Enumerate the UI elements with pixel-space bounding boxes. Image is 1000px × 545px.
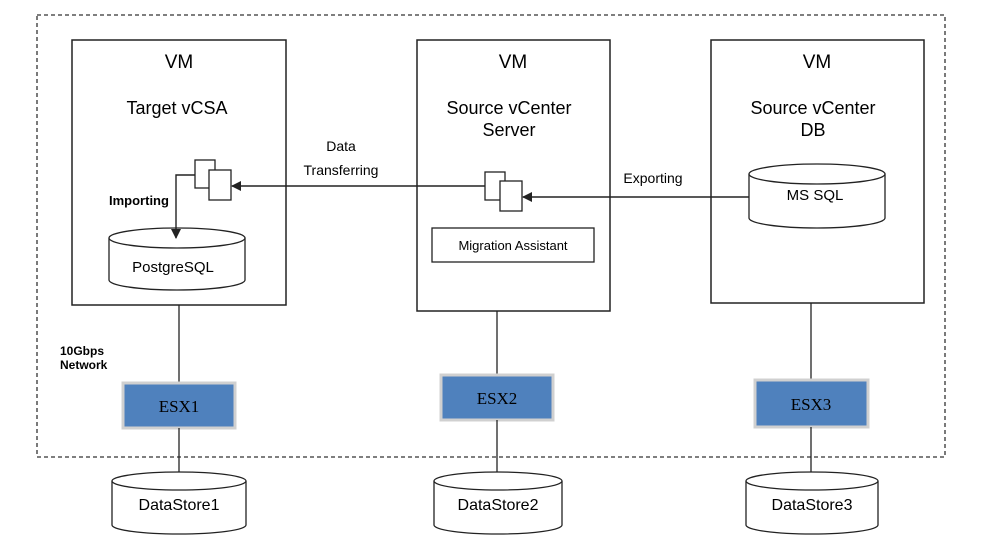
datastore2-label: DataStore2 <box>458 497 539 514</box>
datastore1-label: DataStore1 <box>139 497 220 514</box>
file-stack-icon-target <box>194 159 232 201</box>
vm-box-source-vcenter-server <box>416 39 611 312</box>
esx1-label: ESX1 <box>159 397 200 416</box>
esx3-host <box>753 378 870 429</box>
vm-name-target-vcsa: Target vCSA <box>126 98 227 118</box>
network-label-line2: Network <box>60 358 108 372</box>
datastore3-label: DataStore3 <box>772 497 853 514</box>
postgresql-label: PostgreSQL <box>132 259 214 276</box>
migration-assistant-label: Migration Assistant <box>458 238 567 253</box>
esx1-host <box>121 381 237 430</box>
datastore3-icon <box>745 471 879 535</box>
mssql-database-icon <box>748 163 886 229</box>
network-label-line1: 10Gbps <box>60 344 104 358</box>
file-stack-icon-source <box>484 171 523 212</box>
esx2-host <box>439 373 555 422</box>
datastore1-icon <box>111 471 247 535</box>
importing-arrow <box>171 174 195 239</box>
esx3-label: ESX3 <box>791 395 832 414</box>
network-boundary <box>36 14 946 458</box>
vm-name-source-server-line1: Source vCenter <box>446 98 571 118</box>
importing-label: Importing <box>109 193 169 208</box>
data-transferring-label-line2: Transferring <box>304 162 379 178</box>
vm-name-source-db-line1: Source vCenter <box>750 98 875 118</box>
vm-name-source-db-line2: DB <box>800 120 825 140</box>
mssql-label: MS SQL <box>787 187 844 204</box>
vm-header-3: VM <box>803 52 832 73</box>
exporting-label: Exporting <box>623 170 682 186</box>
esx2-label: ESX2 <box>477 389 518 408</box>
datastore2-icon <box>433 471 563 535</box>
data-transferring-label-line1: Data <box>326 138 356 154</box>
vm-header-2: VM <box>499 52 528 73</box>
vm-header-1: VM <box>165 52 194 73</box>
migration-assistant-box <box>431 227 595 263</box>
vm-name-source-server-line2: Server <box>482 120 535 140</box>
